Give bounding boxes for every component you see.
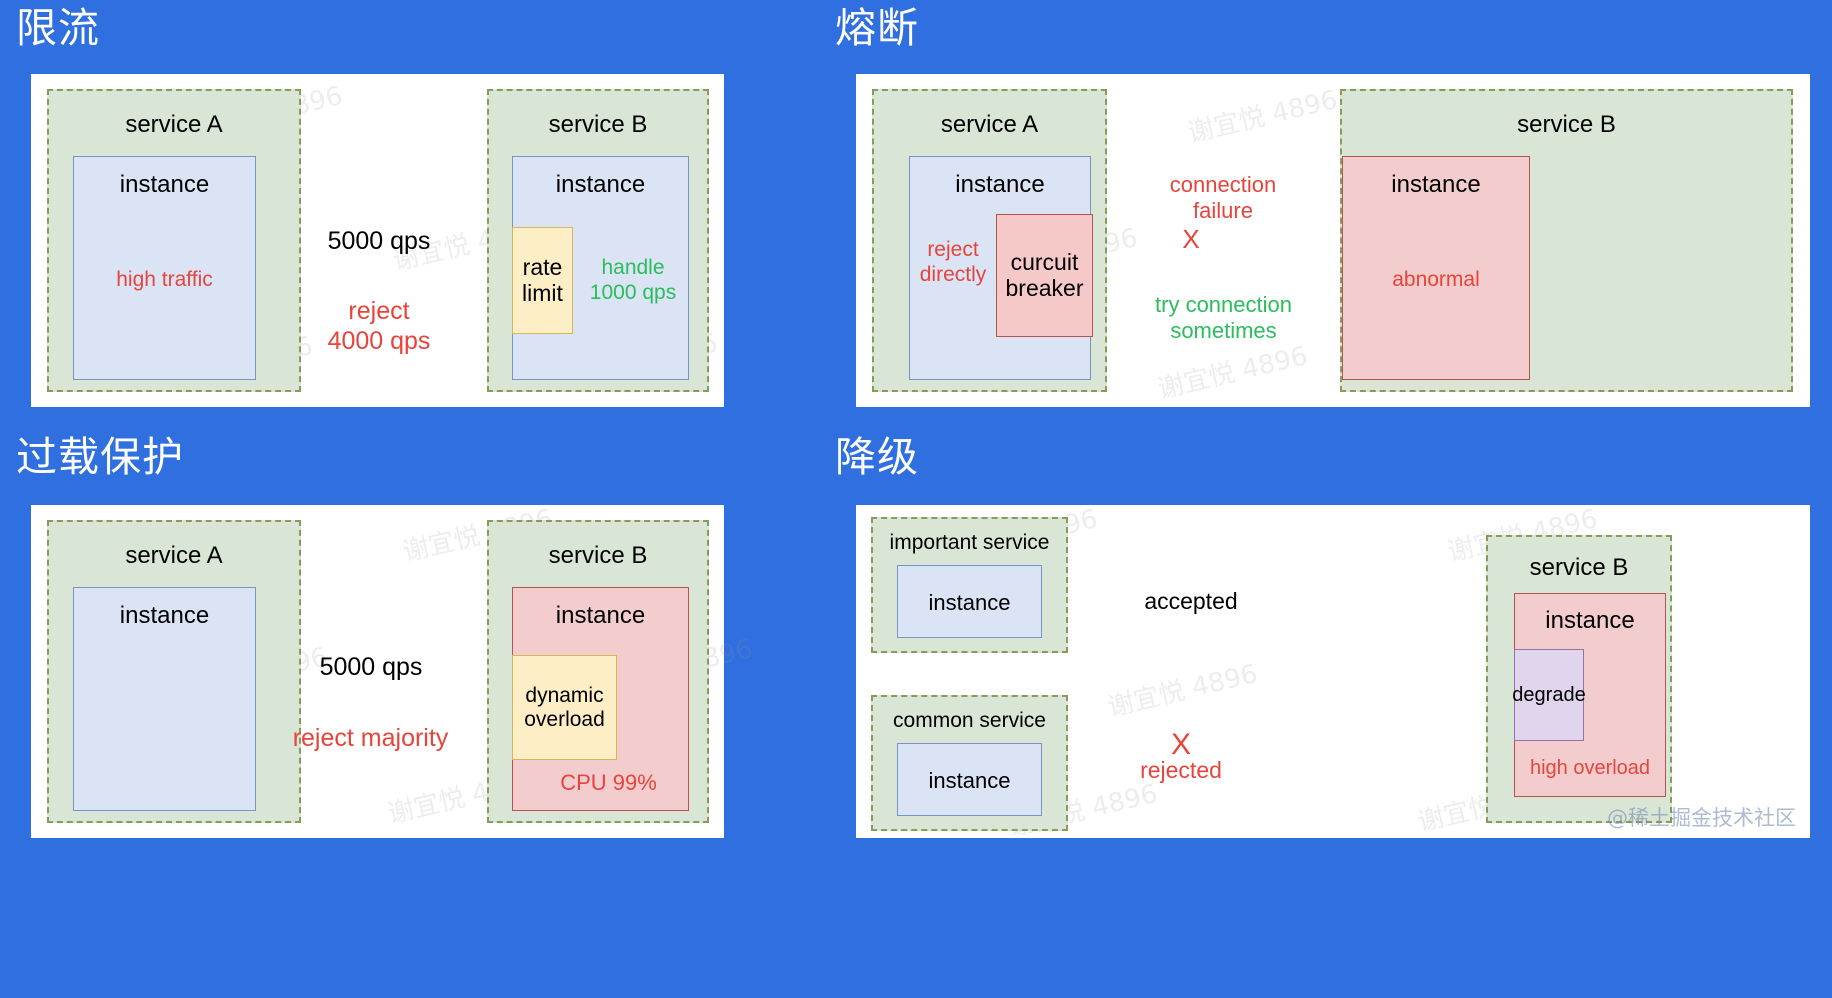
service-group-b: service B instance rate limit handle 100… [487, 89, 709, 392]
panel-canvas-degradation: 谢宜悦 4896 谢宜悦 4896 谢宜悦 4896 谢宜悦 4896 谢宜悦 … [856, 504, 1810, 843]
instance-box-a: instance [73, 587, 256, 811]
panel-title-rate-limiting: 限流 [16, 4, 100, 52]
degrade-box: degrade [1512, 649, 1586, 741]
connection-failure-x-marker: X [1182, 224, 1200, 254]
instance-b-label: instance [1545, 607, 1635, 634]
arrow-label-reject: reject 4000 qps [327, 297, 431, 355]
panel-title-degradation: 降级 [835, 433, 919, 481]
instance-box-important: instance [897, 565, 1042, 638]
handle-capacity-text: handle 1000 qps [589, 256, 677, 305]
instance-box-b: instance rate limit handle 1000 qps [512, 156, 689, 380]
common-service-label: common service [893, 709, 1046, 732]
service-a-status: high traffic [116, 268, 213, 291]
watermark: 谢宜悦 4896 [1105, 659, 1261, 723]
service-b-status: CPU 99% [560, 770, 657, 795]
arrow-label-reject-majority: reject majority [292, 724, 449, 752]
instance-a-label: instance [955, 171, 1045, 198]
arrow-label-connection-failure: connection failure [1169, 172, 1277, 224]
panel-canvas-overload-protection: 谢宜悦 4896 谢宜悦 4896 谢宜悦 4896 谢宜悦 4896 serv… [31, 504, 755, 838]
instance-box-a: instance reject directly curcuit breaker [909, 156, 1093, 380]
arrow-label-rejected: rejected [1140, 757, 1222, 783]
rejected-x-marker: X [1170, 728, 1191, 761]
panel-canvas-circuit-breaking: 谢宜悦 4896 谢宜悦 4896 谢宜悦 4896 谢宜悦 4896 serv… [856, 74, 1810, 407]
instance-common-label: instance [928, 768, 1011, 793]
dynamic-overload-box: dynamic overload [512, 655, 617, 760]
panel-canvas-rate-limiting: 谢宜悦 4896 谢宜悦 4896 谢宜悦 4896 谢宜悦 4896 serv… [31, 74, 724, 407]
service-b-label: service B [548, 542, 648, 569]
service-group-a: service A instance reject directly curcu… [872, 89, 1107, 392]
service-a-label: service A [125, 111, 223, 138]
watermark: 谢宜悦 4896 [1155, 341, 1311, 405]
panel-title-overload-protection: 过载保护 [16, 433, 184, 481]
service-b-label: service B [1517, 111, 1616, 138]
arrow-label-request: 5000 qps [319, 653, 423, 681]
panel-title-circuit-breaking: 熔断 [835, 4, 919, 52]
service-group-common: common service instance [871, 695, 1068, 831]
service-b-label: service B [1529, 554, 1629, 581]
instance-box-b: instance degrade high overload [1512, 593, 1666, 797]
service-group-b: service B instance dynamic overload CPU … [487, 520, 709, 823]
circuit-breaker-box: curcuit breaker [996, 214, 1093, 337]
instance-a-label: instance [119, 602, 210, 629]
service-group-b: service B instance abnormal [1340, 89, 1793, 392]
service-a-label: service A [940, 111, 1039, 138]
corner-watermark: @稀土掘金技术社区 [1607, 806, 1796, 830]
service-a-status: reject directly [919, 238, 987, 287]
service-group-a: service A instance [47, 520, 301, 823]
instance-box-b: instance dynamic overload CPU 99% [512, 587, 689, 811]
instance-important-label: instance [928, 590, 1011, 615]
arrow-label-try-connection: try connection sometimes [1155, 292, 1292, 344]
instance-box-a: instance high traffic [73, 156, 256, 380]
service-group-a: service A instance high traffic [47, 89, 301, 392]
service-a-label: service A [125, 542, 223, 569]
service-group-b: service B instance degrade high overload [1486, 535, 1672, 823]
instance-box-b: instance abnormal [1342, 156, 1530, 380]
service-b-label: service B [548, 111, 648, 138]
service-b-status: high overload [1529, 757, 1651, 779]
service-b-status: abnormal [1392, 268, 1480, 291]
arrow-label-request: 5000 qps [327, 227, 431, 255]
instance-a-label: instance [119, 171, 210, 198]
rate-limit-box: rate limit [512, 227, 573, 334]
arrow-label-accepted: accepted [1144, 588, 1238, 614]
service-group-important: important service instance [871, 517, 1068, 653]
watermark: 谢宜悦 4896 [1185, 85, 1341, 149]
instance-b-label: instance [555, 602, 646, 629]
instance-box-common: instance [897, 743, 1042, 816]
instance-b-label: instance [555, 171, 646, 198]
instance-b-label: instance [1391, 171, 1481, 198]
important-service-label: important service [889, 531, 1050, 554]
